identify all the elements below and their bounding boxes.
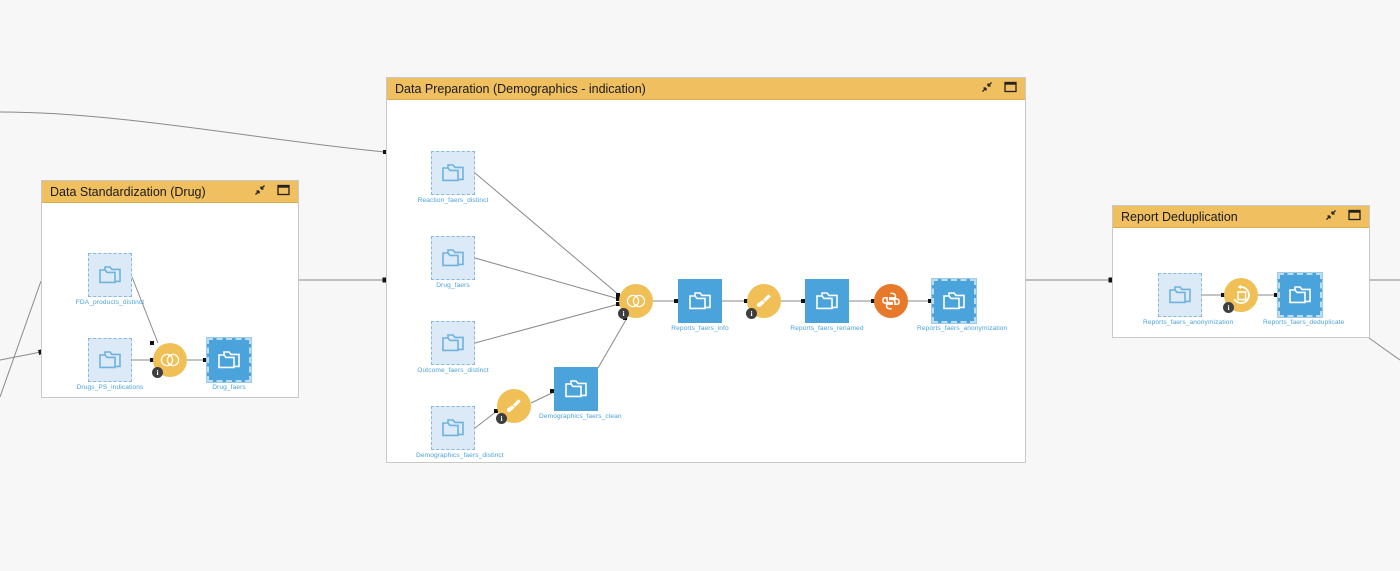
- node-fda-products-distinct[interactable]: FDA_products_distinct: [76, 253, 144, 306]
- node-label: Reports_faers_anonymization: [917, 325, 1008, 332]
- group-panel-data-standardization[interactable]: Data Standardization (Drug): [41, 180, 299, 398]
- node-reports-faers-anonymization[interactable]: Reports_faers_anonymization: [1143, 273, 1233, 326]
- collapse-icon[interactable]: [254, 183, 266, 201]
- node-label: Drugs_PS_indications: [76, 384, 144, 391]
- node-label: Demographics_faers_clean: [539, 413, 622, 420]
- folder-icon: [88, 338, 132, 382]
- folder-icon: [431, 236, 475, 280]
- info-badge[interactable]: i: [746, 308, 757, 319]
- node-label: Reports_faers_anonymization: [1143, 319, 1234, 326]
- info-badge[interactable]: i: [1223, 302, 1234, 313]
- op-clean-demographics[interactable]: i: [496, 389, 531, 424]
- panel-edges: [1202, 293, 1278, 297]
- panel-header[interactable]: Data Standardization (Drug): [42, 181, 298, 203]
- node-label: Reports_faers_info: [671, 325, 729, 332]
- collapse-icon[interactable]: [981, 80, 993, 98]
- node-reports-faers-deduplicate[interactable]: Reports_faers_deduplicate: [1263, 272, 1344, 326]
- folder-icon: [1277, 272, 1323, 318]
- panel-header[interactable]: Data Preparation (Demographics - indicat…: [387, 78, 1025, 100]
- folder-icon: [1158, 273, 1202, 317]
- collapse-icon[interactable]: [1325, 208, 1337, 226]
- panel-header[interactable]: Report Deduplication: [1113, 206, 1369, 228]
- panel-body[interactable]: Reports_faers_anonymization i Reports_fa…: [1113, 228, 1369, 337]
- folder-icon: [554, 367, 598, 411]
- op-clean-reports[interactable]: i: [746, 284, 781, 319]
- folder-icon: [678, 279, 722, 323]
- node-label: Drug_faers: [212, 384, 246, 391]
- folder-icon: [931, 278, 977, 324]
- op-python-script[interactable]: [874, 284, 908, 318]
- node-outcome-faers-distinct[interactable]: Outcome_faers_distinct: [417, 321, 489, 374]
- deduplicate-icon: [1224, 278, 1258, 312]
- node-demographics-faers-clean[interactable]: Demographics_faers_clean: [539, 367, 622, 420]
- node-drug-faers[interactable]: Drug_faers: [431, 236, 475, 289]
- node-reaction-faers-distinct[interactable]: Reaction_faers_distinct: [418, 151, 488, 204]
- op-join[interactable]: i: [152, 343, 187, 378]
- node-label: Reaction_faers_distinct: [417, 197, 489, 204]
- node-label: Demographics_faers_distinct: [416, 452, 504, 459]
- python-icon: [874, 284, 908, 318]
- panel-edges: [131, 276, 207, 362]
- info-badge[interactable]: i: [152, 367, 163, 378]
- node-label: FDA_products_distinct: [75, 299, 145, 306]
- node-label: Reports_faers_renamed: [790, 325, 864, 332]
- op-deduplicate[interactable]: i: [1223, 278, 1258, 313]
- panel-body[interactable]: Reaction_faers_distinct Drug_faers Outco…: [387, 100, 1025, 462]
- op-join[interactable]: i: [618, 284, 653, 319]
- folder-icon: [206, 337, 252, 383]
- node-label: Reports_faers_deduplicate: [1263, 319, 1345, 326]
- panel-title: Report Deduplication: [1121, 209, 1238, 224]
- folder-icon: [431, 151, 475, 195]
- panel-title: Data Standardization (Drug): [50, 184, 206, 199]
- maximize-icon[interactable]: [277, 183, 290, 201]
- node-reports-faers-anonymization[interactable]: Reports_faers_anonymization: [917, 278, 1007, 332]
- node-label: Drug_faers: [436, 282, 470, 289]
- group-panel-data-preparation[interactable]: Data Preparation (Demographics - indicat…: [386, 77, 1026, 463]
- node-demographics-faers-distinct[interactable]: Demographics_faers_distinct: [416, 406, 504, 459]
- node-label: Outcome_faers_distinct: [417, 367, 489, 374]
- folder-icon: [805, 279, 849, 323]
- folder-icon: [431, 321, 475, 365]
- panel-body[interactable]: FDA_products_distinct Drugs_PS_indicatio…: [42, 203, 298, 397]
- maximize-icon[interactable]: [1348, 208, 1361, 226]
- group-panel-report-deduplication[interactable]: Report Deduplication: [1112, 205, 1370, 338]
- node-drugs-ps-indications[interactable]: Drugs_PS_indications: [77, 338, 143, 391]
- node-reports-faers-info[interactable]: Reports_faers_info: [671, 279, 729, 332]
- node-drug-faers[interactable]: Drug_faers: [206, 337, 252, 391]
- folder-icon: [431, 406, 475, 450]
- panel-title: Data Preparation (Demographics - indicat…: [395, 81, 646, 96]
- panel-edges: [474, 172, 932, 429]
- folder-icon: [88, 253, 132, 297]
- node-reports-faers-renamed[interactable]: Reports_faers_renamed: [790, 279, 864, 332]
- info-badge[interactable]: i: [496, 413, 507, 424]
- info-badge[interactable]: i: [618, 308, 629, 319]
- maximize-icon[interactable]: [1004, 80, 1017, 98]
